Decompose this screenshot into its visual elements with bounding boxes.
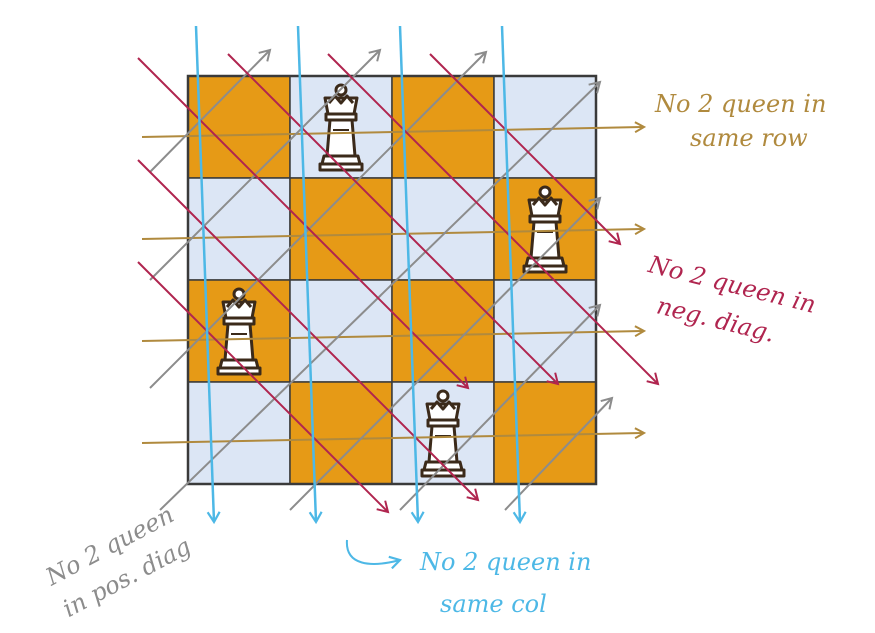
pos-diag-note: No 2 queen in pos. diag [40, 500, 195, 623]
col-arrow [194, 25, 221, 525]
row-arrow [141, 331, 644, 342]
chess-board [186, 74, 598, 486]
pos-diag-arrow [149, 48, 382, 281]
col-note-line2: same col [440, 590, 547, 618]
col-arrows [194, 25, 527, 525]
row-arrow [141, 127, 644, 138]
row-note-line2: same row [690, 124, 808, 152]
pos-diag-arrows [149, 48, 614, 511]
neg-diag-arrow [137, 261, 390, 514]
board-square [493, 279, 597, 383]
neg-diag-arrows [137, 53, 660, 514]
queen-piece-icon [420, 389, 466, 478]
row-note-line1: No 2 queen in [654, 90, 826, 118]
pos-diag-arrow [504, 396, 614, 511]
board-square [391, 75, 495, 179]
row-note: No 2 queen in same row [654, 90, 826, 152]
pos-diag-arrow [289, 196, 602, 511]
board-square [289, 381, 393, 485]
col-note-curved-arrow [345, 539, 403, 570]
neg-diag-note: No 2 queen in neg. diag. [645, 250, 819, 348]
board-square [493, 75, 597, 179]
col-arrow [296, 25, 323, 525]
board-border [186, 74, 598, 486]
row-arrows [141, 127, 644, 444]
neg-diag-arrow [429, 53, 622, 246]
pos-diag-arrow [399, 303, 602, 511]
queens-layer [216, 83, 568, 478]
pos-diag-arrow [159, 80, 602, 511]
neg-diag-arrow [227, 53, 560, 386]
col-arrow [398, 25, 425, 525]
queen-piece-icon [318, 83, 364, 172]
neg-diag-arrow [327, 53, 660, 386]
col-note: No 2 queen in same col [345, 539, 591, 618]
neg-diag-arrow [137, 57, 470, 390]
col-note-line1: No 2 queen in [419, 548, 591, 576]
col-arrow [500, 25, 527, 525]
row-arrow [141, 229, 644, 240]
board-square [391, 279, 495, 383]
board-square [187, 75, 291, 179]
row-arrow [141, 433, 644, 444]
pos-diag-arrow [149, 48, 272, 173]
